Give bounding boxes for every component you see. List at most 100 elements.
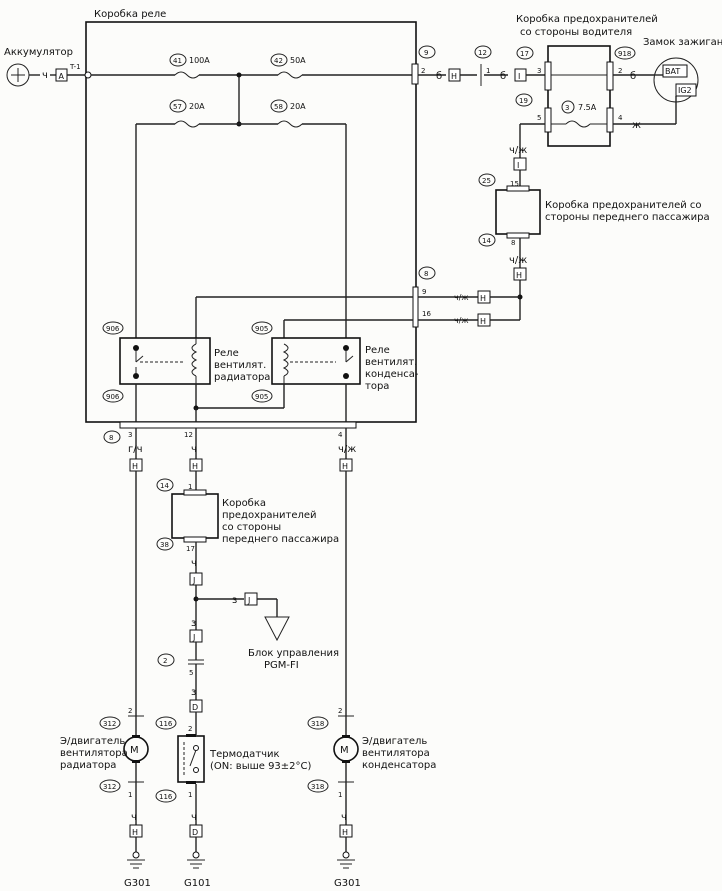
svg-text:переднего пассажира: переднего пассажира: [222, 534, 339, 545]
svg-text:Э/двигатель: Э/двигатель: [60, 736, 125, 747]
connector-116-id-top: 116: [155, 716, 177, 730]
svg-text:19: 19: [519, 97, 528, 105]
svg-text:вентилятора: вентилятора: [362, 748, 430, 759]
fuse-41: [174, 71, 200, 79]
svg-text:318: 318: [311, 720, 324, 728]
connector-9-id: 9: [418, 45, 436, 59]
motor-radiator: M: [123, 735, 149, 763]
svg-text:25: 25: [482, 177, 491, 185]
svg-text:906: 906: [106, 393, 120, 401]
connector-i-1: I: [518, 72, 520, 81]
svg-text:G301: G301: [334, 878, 361, 889]
connector-905-id-bottom: 905: [251, 389, 273, 403]
svg-text:Коробка предохранителей со: Коробка предохранителей со: [545, 200, 702, 211]
svg-text:116: 116: [159, 793, 173, 801]
svg-text:50A: 50A: [290, 56, 306, 65]
thermo-sensor: [177, 734, 205, 784]
svg-text:5: 5: [189, 669, 193, 677]
svg-text:G101: G101: [184, 878, 211, 889]
svg-text:9: 9: [422, 288, 426, 296]
svg-text:D: D: [192, 828, 198, 837]
connector-25-id: 25: [478, 173, 496, 187]
wire-white-3: б: [630, 71, 636, 82]
svg-text:Реле: Реле: [214, 348, 239, 359]
wire-black-yellow-5: ч/ж: [338, 444, 356, 455]
wire-yellow: ж: [632, 120, 641, 131]
fuse-42: [277, 71, 303, 79]
svg-text:42: 42: [274, 57, 283, 65]
wire-white-1: б: [436, 71, 442, 82]
svg-text:2: 2: [163, 657, 167, 665]
connector-14-id-mid: 14: [156, 478, 174, 492]
svg-text:2: 2: [128, 707, 132, 715]
svg-text:J: J: [192, 576, 195, 585]
svg-text:57: 57: [173, 103, 182, 111]
svg-text:2: 2: [188, 725, 192, 733]
svg-text:12: 12: [478, 49, 487, 57]
svg-text:со стороны: со стороны: [222, 522, 281, 533]
svg-text:8: 8: [109, 434, 113, 442]
svg-text:1: 1: [486, 67, 490, 75]
svg-text:14: 14: [482, 237, 491, 245]
svg-text:G301: G301: [124, 878, 151, 889]
svg-text:H: H: [342, 828, 348, 837]
connector-12-id: 12: [474, 45, 492, 59]
fuse-3-label: 3 7.5A: [561, 100, 597, 114]
wire-black-mid-1: ч: [191, 444, 197, 455]
svg-text:15: 15: [510, 180, 519, 188]
fuse-41-label: 41 100A: [169, 53, 210, 67]
passenger-fuse-box-top: [495, 189, 541, 235]
svg-text:J: J: [192, 633, 195, 642]
svg-text:радиатора: радиатора: [214, 372, 270, 383]
svg-text:17: 17: [186, 545, 195, 553]
relay-box-title: Коробка реле: [94, 9, 166, 20]
fuse-3: [565, 120, 591, 128]
motor-condenser: M: [333, 735, 359, 763]
svg-text:14: 14: [160, 482, 169, 490]
svg-text:H: H: [342, 462, 348, 471]
svg-text:Коробка: Коробка: [222, 498, 266, 509]
svg-text:вентилятора: вентилятора: [60, 748, 128, 759]
connector-19-id: 19: [515, 93, 533, 107]
battery-wire-color: ч: [42, 70, 48, 81]
svg-text:318: 318: [311, 783, 324, 791]
wire-black-mid-3: ч: [191, 812, 197, 823]
svg-text:PGM-FI: PGM-FI: [264, 660, 299, 671]
wire-black-yellow-2: ч/ж: [509, 255, 527, 266]
svg-text:58: 58: [274, 103, 283, 111]
svg-text:9: 9: [424, 49, 428, 57]
wire-black-mid-2: ч: [191, 558, 197, 569]
connector-918-id: 918: [614, 46, 636, 60]
svg-text:BAT: BAT: [665, 67, 680, 76]
ecu-ground-arrow: [264, 616, 290, 642]
connector-14-id-top: 14: [478, 233, 496, 247]
connector-312-id-top: 312: [99, 716, 121, 730]
connector-905-id-top: 905: [251, 321, 273, 335]
svg-text:конденса-: конденса-: [365, 369, 419, 380]
svg-text:H: H: [132, 828, 138, 837]
pin-2-c9: 2: [421, 67, 425, 75]
svg-text:8: 8: [424, 270, 428, 278]
connector-38-id: 38: [156, 537, 174, 551]
fuse-58: [277, 120, 303, 128]
terminal-t1: T-1: [69, 63, 81, 71]
wire-black-yellow-4: ч/ж: [454, 316, 469, 325]
svg-text:116: 116: [159, 720, 173, 728]
connector-8-id-bottom: 8: [103, 430, 121, 444]
ground-g101: [187, 851, 205, 869]
svg-text:Блок управления: Блок управления: [248, 648, 339, 659]
svg-text:8: 8: [511, 239, 515, 247]
svg-text:7.5A: 7.5A: [578, 103, 597, 112]
svg-text:H: H: [480, 294, 486, 303]
svg-text:3: 3: [128, 431, 132, 439]
connector-2-id: 2: [157, 653, 175, 667]
svg-text:905: 905: [255, 393, 268, 401]
connector-318-id-top: 318: [307, 716, 329, 730]
svg-text:38: 38: [160, 541, 169, 549]
wire-green-black: г/ч: [128, 444, 143, 455]
svg-text:M: M: [340, 745, 349, 756]
svg-text:4: 4: [338, 431, 343, 439]
svg-text:вентилят.: вентилят.: [365, 357, 417, 368]
svg-text:I: I: [517, 161, 519, 170]
